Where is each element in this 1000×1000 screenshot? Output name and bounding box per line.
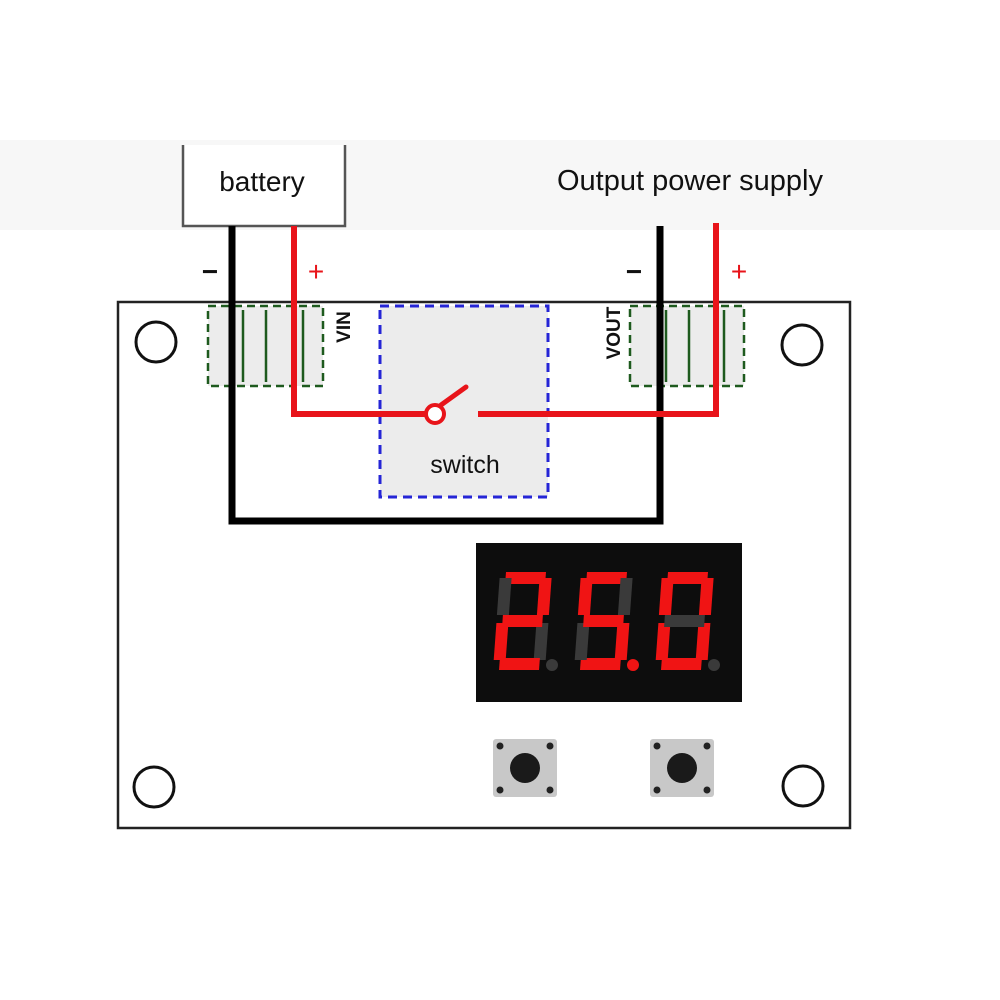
- segment-g: [502, 615, 543, 627]
- segment-a: [586, 572, 627, 584]
- mounting-hole-bottom-left: [132, 765, 176, 809]
- output-negative-mark: −: [626, 256, 642, 287]
- battery-label: battery: [219, 166, 305, 197]
- led-digit: [493, 572, 558, 671]
- positive-wire-output: [478, 223, 719, 417]
- segment-c: [614, 623, 630, 660]
- switch-symbol: [424, 384, 469, 425]
- led-digit: [655, 572, 720, 671]
- mounting-hole-bottom-right: [781, 764, 825, 808]
- segment-d: [580, 658, 621, 670]
- segment-f: [496, 578, 512, 615]
- segment-b: [617, 578, 633, 615]
- vout-label: VOUT: [604, 306, 625, 359]
- negative-wire: [228, 226, 664, 525]
- switch-box: [378, 304, 550, 499]
- segment-d: [661, 658, 702, 670]
- switch-label: switch: [430, 451, 499, 479]
- segment-e: [493, 623, 509, 660]
- segment-c: [695, 623, 711, 660]
- battery-positive-mark: +: [308, 256, 324, 287]
- vin-label: VIN: [334, 311, 355, 343]
- output-power-supply-label: Output power supply: [557, 165, 823, 197]
- vin-terminal-block: [206, 304, 325, 388]
- positive-wire-input: [291, 226, 426, 417]
- battery-negative-mark: −: [202, 256, 218, 287]
- segment-g: [664, 615, 705, 627]
- led-digits: 25.0: [493, 572, 720, 671]
- segment-c: [533, 623, 549, 660]
- push-button-right[interactable]: [650, 739, 714, 797]
- vout-terminal-block: [628, 304, 746, 388]
- battery-box: [181, 145, 347, 228]
- decimal-point: [627, 659, 639, 671]
- segment-d: [499, 658, 540, 670]
- segment-f: [577, 578, 593, 615]
- push-button-left[interactable]: [493, 739, 557, 797]
- decimal-point: [708, 659, 720, 671]
- decimal-point: [546, 659, 558, 671]
- segment-b: [698, 578, 714, 615]
- output-positive-mark: +: [731, 256, 747, 287]
- led-digit: [574, 572, 639, 671]
- segment-a: [667, 572, 708, 584]
- segment-f: [658, 578, 674, 615]
- segment-g: [583, 615, 624, 627]
- segment-a: [505, 572, 546, 584]
- background-band: [0, 140, 1000, 230]
- mounting-hole-top-left: [134, 320, 178, 364]
- segment-e: [655, 623, 671, 660]
- mounting-hole-top-right: [780, 323, 824, 367]
- segment-b: [536, 578, 552, 615]
- segment-e: [574, 623, 590, 660]
